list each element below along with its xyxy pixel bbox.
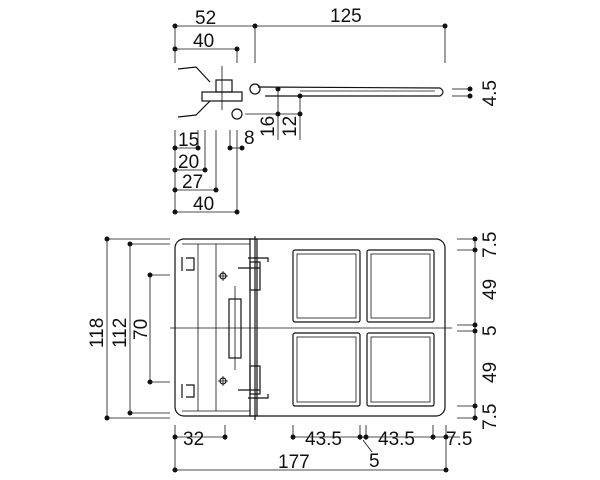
dim-20: 20: [178, 152, 199, 173]
dim-12: 12: [280, 116, 301, 137]
dim-49-bottom: 49: [480, 362, 501, 383]
dim-15: 15: [178, 130, 199, 151]
dim-7-5-bottom: 7.5: [480, 404, 501, 430]
dim-32: 32: [183, 429, 204, 450]
latch-knob: [215, 79, 233, 93]
dim-43-5-left: 43.5: [305, 429, 342, 450]
pivot: [249, 83, 261, 95]
logo-mark: [181, 257, 195, 398]
window-grid: [292, 249, 435, 407]
dim-8: 8: [244, 128, 255, 149]
dim-177: 177: [278, 452, 310, 473]
hook-arm: [177, 66, 211, 118]
dim-16: 16: [258, 116, 279, 137]
dim-7-5-right: 7.5: [446, 429, 472, 450]
top-view: 52 125 40 4.5 16 12 15 20 27: [172, 6, 501, 215]
dim-112: 112: [110, 318, 131, 348]
plate-outline: [174, 238, 446, 417]
dim-4-5: 4.5: [480, 80, 501, 106]
dim-70: 70: [131, 319, 152, 340]
plan-view: 118 112 70 7.5 49 5 49 7.5 32 43.5 43.5 …: [87, 232, 501, 473]
dim-40-top: 40: [193, 31, 214, 52]
dim-43-5-right: 43.5: [378, 429, 415, 450]
dim-118: 118: [87, 318, 108, 348]
dim-5-bottom: 5: [369, 451, 380, 472]
dim-27: 27: [182, 172, 203, 193]
dim-7-5-top: 7.5: [480, 232, 501, 258]
dim-40-bottom: 40: [193, 194, 214, 215]
dim-52: 52: [195, 8, 216, 29]
dim-125: 125: [330, 6, 362, 27]
dim-5-right: 5: [480, 325, 501, 336]
lever-arm: [257, 86, 444, 97]
pivot-lower: [231, 108, 243, 120]
dim-49-top: 49: [480, 279, 501, 300]
